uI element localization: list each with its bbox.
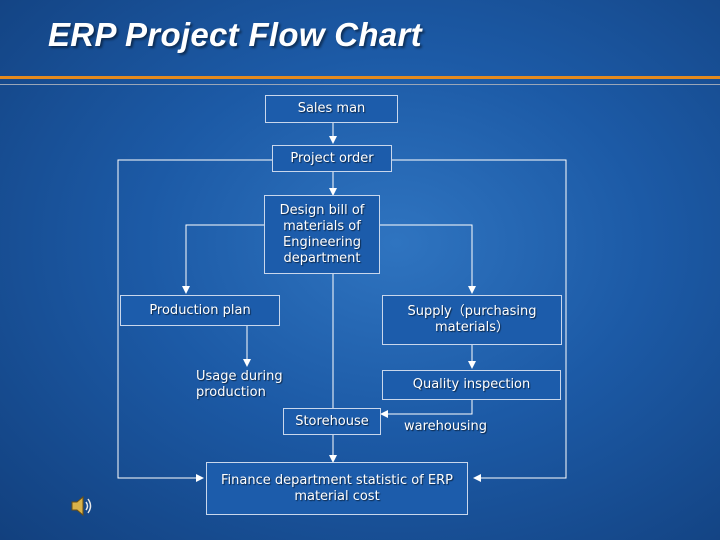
node-sales-man: Sales man (265, 95, 398, 123)
title-divider-thin (0, 84, 720, 85)
node-production-plan: Production plan (120, 295, 280, 326)
speaker-icon[interactable] (70, 494, 96, 522)
node-design-bom: Design bill of materials of Engineering … (264, 195, 380, 274)
node-supply: Supply（purchasing materials） (382, 295, 562, 345)
title-divider (0, 76, 720, 79)
arrow-design-to-plan (182, 224, 273, 294)
node-quality: Quality inspection (382, 370, 561, 400)
label-warehousing: warehousing (404, 419, 487, 434)
loop-right (392, 159, 567, 482)
arrow-quality-to-storehouse (380, 399, 473, 418)
loop-left (117, 159, 272, 482)
arrow-design-to-supply (378, 224, 476, 294)
slide-title: ERP Project Flow Chart (48, 16, 422, 53)
node-storehouse: Storehouse (283, 408, 381, 435)
node-project-order: Project order (272, 145, 392, 172)
label-usage: Usage during production (196, 369, 283, 400)
node-finance: Finance department statistic of ERP mate… (206, 462, 468, 515)
speaker-icon-graphic (71, 495, 92, 517)
